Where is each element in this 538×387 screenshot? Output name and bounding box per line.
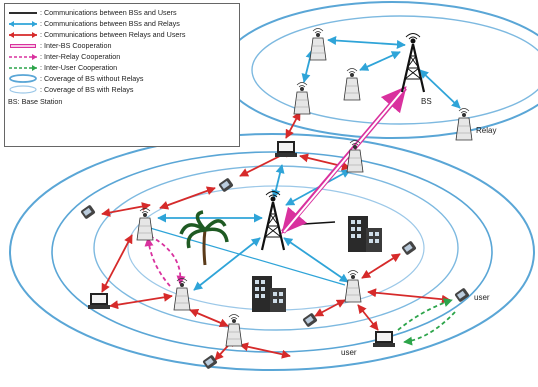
nodes — [80, 28, 473, 370]
link-bs-user — [287, 221, 336, 226]
legend-label: : Communications between BSs and Relays — [40, 19, 180, 28]
phone-icon — [80, 204, 96, 220]
link-relay-user — [189, 308, 229, 328]
legend-swatch — [9, 64, 37, 71]
legend-item: : Coverage of BS with Relays — [8, 84, 133, 95]
link-inter-user — [403, 311, 456, 346]
laptop-icon — [373, 331, 395, 347]
relay-icon — [346, 140, 364, 173]
bs-tower-icon — [400, 32, 426, 94]
bs-tower-icon — [260, 190, 286, 252]
legend-label: : Inter-Relay Cooperation — [40, 52, 121, 61]
phone-icon — [302, 312, 318, 328]
coverage-ring-main-outer — [9, 133, 535, 371]
legend-swatch — [9, 20, 37, 27]
laptop-icon — [275, 141, 297, 157]
coverage-ring-main-mid — [51, 151, 493, 353]
legend-item: : Communications between BSs and Users — [8, 7, 177, 18]
relay-icon — [343, 68, 361, 101]
legend-item: : Communications between BSs and Relays — [8, 18, 180, 29]
legend-swatch — [9, 31, 37, 38]
legend-swatch — [9, 53, 37, 60]
link-bs-relay — [359, 51, 401, 71]
link-relay-user — [357, 304, 379, 331]
legend-label: : Inter-User Cooperation — [40, 63, 118, 72]
legend-swatch — [10, 43, 36, 48]
relay-icon — [344, 270, 362, 303]
legend-label: : Coverage of BS with Relays — [40, 85, 134, 94]
phone-icon — [401, 240, 417, 256]
legend-swatch — [9, 11, 37, 14]
legend-item: : Inter-User Cooperation — [8, 62, 117, 73]
legend-item: : Inter-BS Cooperation — [8, 40, 112, 51]
link-inter-relay — [144, 237, 171, 287]
link-relay-user — [239, 342, 291, 359]
link-relay-user — [314, 299, 346, 317]
relay-icon — [293, 82, 311, 115]
legend-note: BS: Base Station — [8, 96, 62, 107]
relay-icon — [173, 278, 191, 311]
link-bs-relay — [327, 36, 406, 49]
link-relay-user — [101, 234, 133, 293]
legend-item: : Inter-Relay Cooperation — [8, 51, 120, 62]
link-bs-relay — [283, 237, 349, 283]
legend-label: : Communications between BSs and Users — [40, 8, 177, 17]
legend-item: : Coverage of BS without Relays — [8, 73, 143, 84]
link-inter-relay — [149, 235, 186, 285]
legend-label: : Communications between Relays and User… — [40, 30, 186, 39]
link-inter-user — [397, 298, 453, 331]
laptop-icon — [88, 293, 110, 309]
relay-icon — [225, 314, 243, 347]
legend-bs-note: BS: Base Station — [8, 97, 63, 106]
link-bs-relay — [193, 237, 261, 291]
relay-icon — [455, 108, 473, 141]
link-inter-bs-inner — [283, 88, 405, 233]
user-label: user — [341, 348, 357, 357]
building-icon — [252, 276, 286, 312]
link-bs-relay — [149, 227, 346, 286]
tree-icon — [179, 210, 229, 266]
relay-icon — [309, 28, 327, 61]
legend-swatch — [9, 85, 37, 94]
link-relay-user — [367, 288, 451, 304]
legend-item: : Communications between Relays and User… — [8, 29, 185, 40]
link-relay-user — [101, 202, 151, 217]
bs-label: BS — [421, 97, 432, 106]
legend-label: : Inter-BS Cooperation — [40, 41, 112, 50]
link-bs-relay — [419, 69, 461, 109]
relay-icon — [136, 208, 154, 241]
phone-icon — [454, 287, 470, 303]
link-relay-user — [361, 253, 401, 279]
link-relay-user — [109, 292, 173, 310]
legend-swatch — [9, 74, 37, 83]
legend: : Communications between BSs and Users :… — [4, 3, 240, 147]
user-label: user — [474, 293, 490, 302]
link-relay-user — [159, 186, 216, 210]
legend-label: : Coverage of BS without Relays — [40, 74, 144, 83]
relay-label: Relay — [476, 126, 497, 135]
building-icon — [348, 216, 382, 252]
